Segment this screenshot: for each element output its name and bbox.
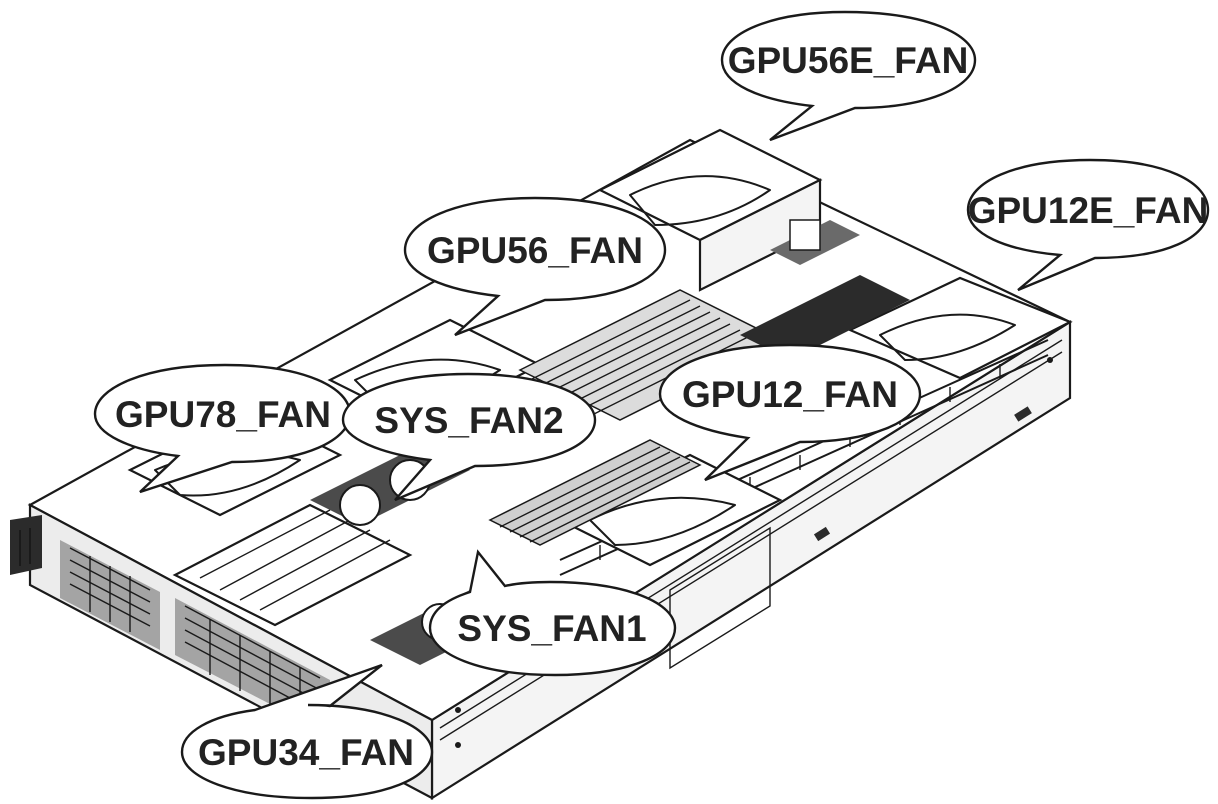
callout-label: GPU56E_FAN	[728, 40, 969, 81]
callout-label: GPU12E_FAN	[968, 190, 1209, 231]
callout-balloon	[93, 363, 352, 494]
motherboard-dimms	[488, 219, 910, 546]
callout-gpu12-fan: GPU12_FAN	[658, 343, 922, 482]
callout-gpu78-fan: GPU78_FAN	[93, 363, 352, 494]
callout-balloon	[720, 10, 977, 142]
callout-gpu56e-fan: GPU56E_FAN	[720, 10, 977, 142]
callout-gpu34-fan: GPU34_FAN	[180, 663, 434, 800]
callout-sys-fan2: SYS_FAN2	[341, 372, 597, 502]
callout-label: GPU56_FAN	[427, 230, 643, 271]
callout-label: SYS_FAN2	[374, 400, 563, 441]
callout-balloon	[966, 158, 1210, 292]
callout-label: SYS_FAN1	[457, 608, 646, 649]
callout-balloon	[403, 196, 667, 337]
callout-balloon	[180, 663, 434, 800]
callout-gpu12e-fan: GPU12E_FAN	[966, 158, 1210, 292]
callout-label: GPU12_FAN	[682, 374, 898, 415]
callout-label: GPU34_FAN	[198, 732, 414, 773]
callout-sys-fan1: SYS_FAN1	[428, 549, 677, 677]
callout-gpu56-fan: GPU56_FAN	[403, 196, 667, 337]
callout-balloon	[428, 549, 677, 677]
callout-balloon	[658, 343, 922, 482]
callout-balloon	[341, 372, 597, 502]
callout-label: GPU78_FAN	[115, 394, 331, 435]
